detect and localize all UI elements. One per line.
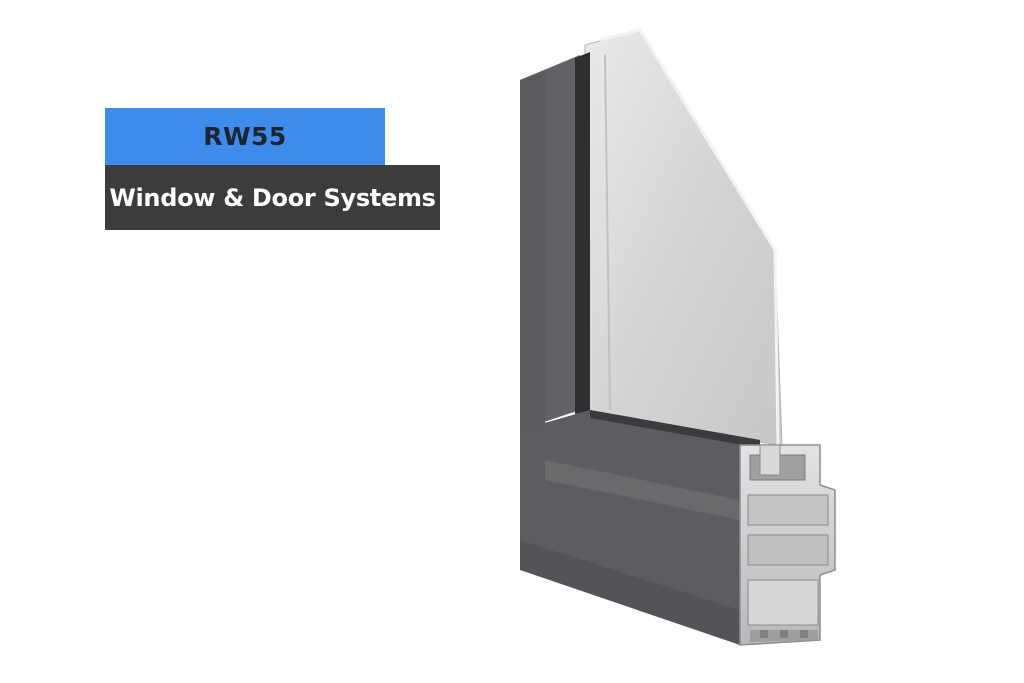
glass-pane: [584, 28, 783, 446]
horizontal-frame-member: [520, 410, 760, 645]
profile-cross-section: [739, 444, 836, 646]
subtitle-banner: Window & Door Systems: [105, 165, 440, 230]
model-banner: RW55: [105, 108, 385, 165]
product-category: Window & Door Systems: [109, 183, 436, 212]
model-name: RW55: [203, 122, 287, 151]
